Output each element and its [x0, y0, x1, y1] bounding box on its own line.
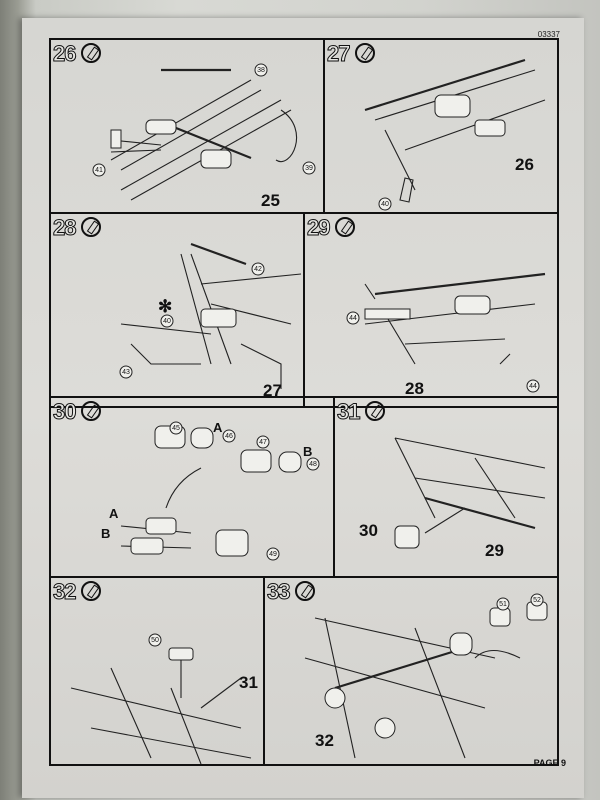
document-number: 03337 — [537, 30, 560, 39]
label-letter: A — [109, 506, 119, 521]
step-26-drawing: 38 41 39 25 — [92, 63, 316, 210]
glue-tube-icon — [295, 581, 315, 601]
glue-tube-icon — [81, 217, 101, 237]
part-number: 38 — [257, 67, 265, 74]
label-letter: A — [213, 420, 223, 435]
step-number: 33 — [266, 579, 291, 605]
step-number: 31 — [336, 399, 361, 425]
part-number: 40 — [163, 318, 171, 325]
reference-number: 29 — [485, 541, 504, 560]
part-number: 49 — [269, 551, 277, 558]
reference-number: 26 — [515, 155, 534, 174]
glue-tube-icon — [365, 401, 385, 421]
glue-tube-icon — [81, 43, 101, 63]
step-number: 27 — [326, 41, 351, 67]
step-32-panel: 32 50 31 — [49, 576, 265, 766]
step-33-drawing: 51 52 32 — [304, 593, 548, 759]
step-number: 26 — [52, 41, 77, 67]
reference-number: 32 — [315, 731, 334, 750]
part-number: 50 — [151, 637, 159, 644]
step-31-panel: 31 30 29 — [333, 396, 559, 578]
step-33-panel: 33 51 52 32 — [263, 576, 559, 766]
part-number: 40 — [381, 201, 389, 208]
instruction-page: 03337 26 38 41 39 25 27 — [22, 18, 584, 798]
part-number: 44 — [349, 315, 357, 322]
label-letter: B — [101, 526, 110, 541]
reference-number: 31 — [239, 673, 258, 692]
part-number: 48 — [309, 461, 317, 468]
part-number: 52 — [533, 597, 541, 604]
part-number: 43 — [122, 369, 130, 376]
step-number: 30 — [52, 399, 77, 425]
part-number: 45 — [172, 425, 180, 432]
glue-tube-icon — [81, 581, 101, 601]
reference-number: 28 — [405, 379, 424, 398]
step-26-panel: 26 38 41 39 25 — [49, 38, 325, 214]
step-32-drawing: 50 31 — [70, 633, 258, 764]
part-number: 42 — [254, 266, 262, 273]
glue-tube-icon — [355, 43, 375, 63]
reference-number: 30 — [359, 521, 378, 540]
page-number: PAGE 9 — [533, 758, 566, 768]
step-31-drawing: 30 29 — [359, 437, 546, 560]
part-number: 39 — [305, 165, 313, 172]
part-number: 47 — [259, 439, 267, 446]
reference-number: 27 — [263, 381, 282, 400]
part-number: 41 — [95, 167, 103, 174]
step-27-panel: 27 40 26 — [323, 38, 559, 214]
step-number: 28 — [52, 215, 77, 241]
part-callout — [254, 63, 268, 77]
step-28-panel: 28 ✻ 42 40 43 27 — [49, 212, 305, 408]
part-number: 46 — [225, 433, 233, 440]
step-number: 32 — [52, 579, 77, 605]
step-27-drawing: 40 26 — [364, 58, 546, 211]
step-30-drawing: 45 46 47 48 49 A B A B — [101, 420, 320, 561]
step-30-panel: 30 45 46 47 48 49 A B A B — [49, 396, 335, 578]
step-29-panel: 29 44 44 28 — [303, 212, 559, 408]
step-29-drawing: 44 44 28 — [346, 272, 546, 398]
step-number: 29 — [306, 215, 331, 241]
part-number: 44 — [529, 383, 537, 390]
glue-tube-icon — [81, 401, 101, 421]
reference-number: 25 — [261, 191, 280, 210]
label-letter: B — [303, 444, 312, 459]
step-28-drawing: ✻ 42 40 43 27 — [119, 242, 302, 400]
part-number: 51 — [499, 601, 507, 608]
glue-tube-icon — [335, 217, 355, 237]
asterisk-symbol: ✻ — [158, 297, 172, 316]
